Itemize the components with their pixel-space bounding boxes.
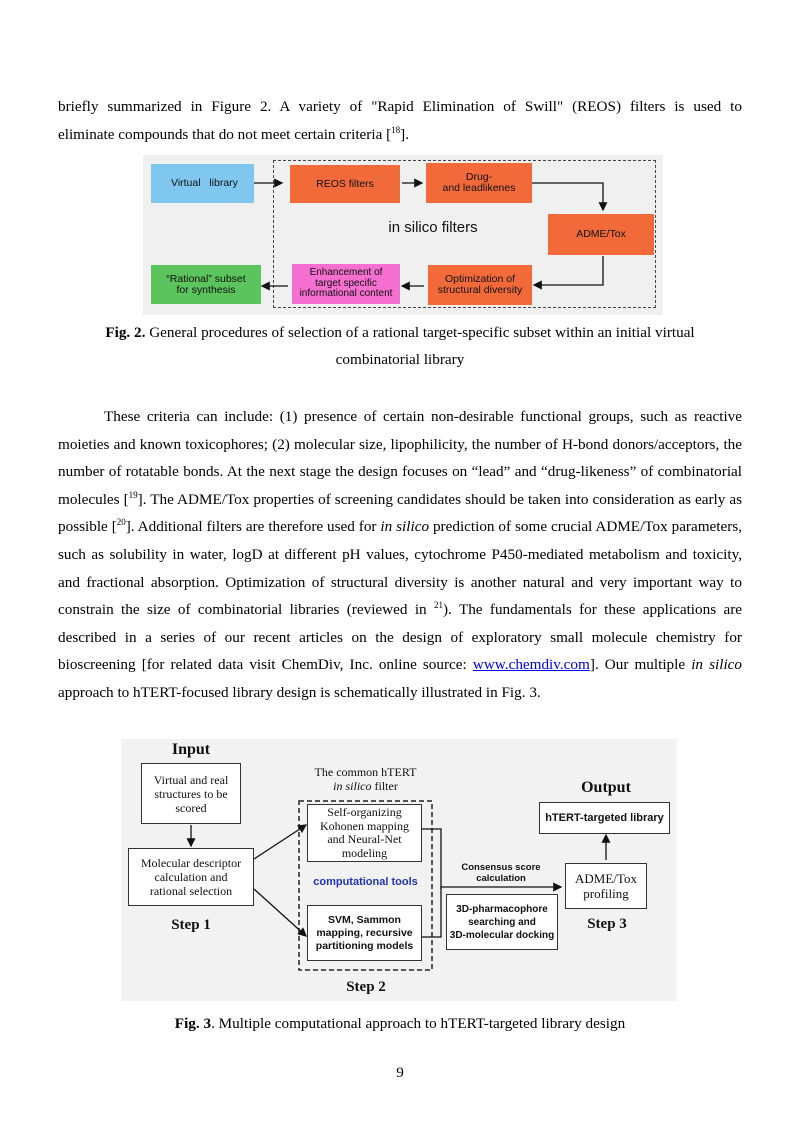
criteria-text-b: ]. The ADME/Tox properties of screening … (58, 490, 743, 536)
kohonen-mapping-box: Self-organizing Kohonen mapping and Neur… (307, 804, 422, 862)
reos-filters-box: REOS filters (290, 165, 400, 203)
common-htert-text: The common hTERT (314, 765, 417, 779)
criteria-text-f: ]. Our multiple (589, 656, 692, 674)
filter-word: filter (371, 779, 398, 793)
pharmacophore-box: 3D-pharmacophore searching and 3D-molecu… (446, 894, 558, 950)
arrow-descriptor-to-svm (253, 888, 307, 937)
consensus-score-label: Consensus score calculation (461, 862, 541, 884)
criteria-text-c: ]. Additional filters are therefore used… (125, 518, 381, 536)
admet-box: ADME/Tox (548, 214, 654, 255)
criteria-text-d: prediction of some crucial ADME/Tox para… (58, 518, 743, 619)
svm-sammon-box: SVM, Sammon mapping, recursive partition… (307, 905, 422, 961)
htert-targeted-library-box: hTERT-targeted library (539, 802, 670, 834)
figure-2: Virtual library REOS filters Drug- and l… (143, 155, 663, 315)
in-silico-italic: in silico (380, 518, 430, 536)
drug-leadlikeness-box: Drug- and leadlikenes (426, 163, 532, 203)
arrow-admet-to-optimization (532, 256, 604, 290)
figure-2-caption-line1: General procedures of selection of a rat… (145, 324, 695, 341)
virtual-real-structures-box: Virtual and real structures to be scored (141, 763, 241, 824)
figure-2-arrows (254, 178, 608, 291)
reference-19: 19 (128, 489, 138, 500)
reference-20: 20 (116, 517, 126, 528)
reference-21: 21 (434, 600, 443, 611)
figure-3-caption-text: . Multiple computational approach to hTE… (211, 1015, 626, 1032)
in-silico-italic-2: in silico (691, 656, 743, 674)
intro-text-end: ]. (400, 126, 410, 143)
figure-2-caption-line2: combinatorial library (335, 351, 465, 368)
chemdiv-link[interactable]: www.chemdiv.com (472, 656, 590, 674)
virtual-library-box: Virtual library (151, 164, 254, 203)
computational-tools-label: computational tools (313, 876, 418, 888)
step-3-label: Step 3 (587, 916, 627, 932)
figure-3-arrows (186, 800, 611, 971)
figure-2-caption: Fig. 2. General procedures of selection … (58, 319, 742, 373)
figure-3-label: Fig. 3 (174, 1015, 212, 1032)
figure-3-caption: Fig. 3. Multiple computational approach … (58, 1010, 742, 1037)
reference-18: 18 (391, 125, 401, 135)
paragraph-intro-line2: eliminate compounds that do not meet cer… (58, 121, 742, 149)
optimization-box: Optimization of structural diversity (428, 265, 532, 305)
criteria-text-e: ). The fundamentals for these applicatio… (58, 601, 742, 674)
in-silico-dashed-frame (273, 160, 656, 308)
output-heading: Output (581, 779, 631, 796)
criteria-text-a: These criteria can include: (1) presence… (58, 408, 742, 508)
line-svm-up (422, 887, 442, 938)
admet-profiling-box: ADME/Tox profiling (565, 863, 647, 909)
step-1-label: Step 1 (171, 917, 211, 933)
line-kohonen-down (422, 828, 442, 889)
page-number: 9 (396, 1064, 404, 1081)
in-silico-text: in silico (333, 779, 372, 793)
arrow-descriptor-to-kohonen (253, 824, 308, 860)
intro-text: eliminate compounds that do not meet cer… (58, 126, 392, 143)
figure-2-label: Fig. 2. (105, 324, 146, 341)
molecular-descriptor-box: Molecular descriptor calculation and rat… (128, 848, 254, 906)
figure-3: Input Virtual and real structures to be … (121, 739, 677, 1001)
enhancement-box: Enhancement of target specific informati… (292, 264, 400, 304)
common-filter-dashed-frame (298, 800, 433, 971)
paragraph-criteria: These criteria can include: (1) presence… (58, 403, 742, 707)
step-2-label: Step 2 (346, 979, 386, 995)
criteria-text-g: approach to hTERT-focused library design… (58, 683, 541, 701)
in-silico-filters-label: in silico filters (388, 219, 478, 236)
input-heading: Input (171, 741, 211, 758)
arrow-drug-to-admet (532, 182, 608, 212)
rational-subset-box: “Rational” subset for synthesis (151, 265, 261, 304)
paragraph-intro-line1: briefly summarized in Figure 2. A variet… (58, 98, 742, 115)
